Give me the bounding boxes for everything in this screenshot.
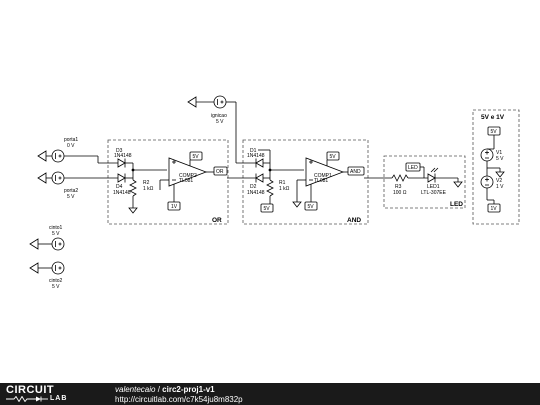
and-out-tag: AND [347,166,365,176]
v2-value: 1 V [496,184,504,190]
r1-name: R1 [279,180,286,186]
or-ground [128,203,138,214]
cinto2-source[interactable] [29,261,65,275]
r1-resistor[interactable] [266,179,274,197]
comp1-opamp[interactable] [305,157,345,187]
d4-part: 1N4148 [113,190,131,196]
or-block-title: OR [212,217,222,224]
comp1-part: TL081 [314,178,328,184]
and-r1-5v-tag: 5V [260,203,274,213]
d1-name: D1 [250,148,257,154]
d2-name: D2 [250,184,257,190]
r3-resistor[interactable] [391,174,409,182]
porta2-source[interactable] [37,171,118,185]
logo-text-top: CIRCUIT [6,384,55,396]
comp2-vminus-tag: 1V [167,201,181,211]
led-ground [453,177,463,188]
comp2-name: COMP2 [179,173,197,179]
porta1-source[interactable] [37,149,118,164]
cinto1-name: cinto1 [49,225,63,231]
or-out-tag: OR [213,166,228,176]
and-node-junction [268,168,272,172]
v2-name: V2 [496,178,502,184]
svg-text:5V: 5V [491,129,498,135]
supply-ground [495,167,505,178]
cinto2-name: cinto2 [49,278,63,284]
project-title-line: valentecaio / circ2-proj1-v1 [115,385,215,394]
author-link[interactable]: valentecaio [115,385,156,394]
comp1-name: COMP1 [314,173,332,179]
led-block-title: LED [450,201,463,208]
svg-text:AND: AND [350,169,361,175]
comp2-part: TL081 [179,178,193,184]
comp2-vplus-tag: 5V [189,151,203,161]
svg-text:LED: LED [408,165,418,171]
circuitlab-logo[interactable]: CIRCUIT LAB [6,384,92,403]
or-node-junction [131,168,135,172]
svg-text:5V: 5V [264,206,271,212]
r3-value: 100 Ω [393,190,407,196]
r1-value: 1 kΩ [279,186,290,192]
porta2-value: 5 V [67,194,75,200]
r2-name: R2 [143,180,150,186]
svg-text:5V: 5V [193,154,200,160]
led1-part: LTL-307EE [421,190,447,196]
v2-source[interactable] [480,175,494,189]
and-block-box [242,139,369,225]
porta1-value: 0 V [67,143,75,149]
ignicao-value: 5 V [216,119,224,125]
ignicao-source[interactable] [187,95,256,164]
svg-text:1V: 1V [171,204,178,210]
v1-name: V1 [496,150,502,156]
cinto1-value: 5 V [52,231,60,237]
footer-bar: CIRCUIT LAB valentecaio / circ2-proj1-v1… [0,383,540,405]
svg-text:5V: 5V [308,204,315,210]
comp2-opamp[interactable] [168,157,208,187]
supply-5v-tag: 5V [487,126,501,136]
porta2-name: porta2 [64,188,78,194]
logo-text-bottom: LAB [50,395,68,402]
v1-value: 5 V [496,156,504,162]
porta1-name: porta1 [64,137,78,143]
supply-1v-tag: 1V [487,203,501,213]
d2-diode[interactable] [255,173,270,183]
d1-diode[interactable] [255,158,270,168]
logo-wave-icon [6,396,48,402]
title-separator: / [155,385,163,394]
led-block-box [383,155,466,209]
d4-diode[interactable] [117,173,133,183]
r3-name: R3 [395,184,402,190]
v1-source[interactable] [480,148,494,162]
and-ground [292,197,302,208]
or-block-box [107,139,229,225]
d3-name: D3 [116,148,123,154]
r2-value: 1 kΩ [143,186,154,192]
d3-diode[interactable] [117,158,133,168]
cinto2-value: 5 V [52,284,60,290]
svg-text:5V: 5V [330,154,337,160]
comp1-vminus-tag: 5V [304,201,318,211]
d4-name: D4 [116,184,123,190]
ignicao-name: ignicao [211,113,227,119]
schematic-canvas: OR AND LED 5V e 1V porta1 0 V porta2 5 V… [29,95,520,290]
led1-name: LED1 [427,184,440,190]
project-name[interactable]: circ2-proj1-v1 [162,385,215,394]
d1-part: 1N4148 [247,153,265,159]
supply-block-box [472,109,520,225]
svg-text:1V: 1V [491,206,498,212]
and-block-title: AND [347,217,361,224]
project-url-link[interactable]: http://circuitlab.com/c7k54ju8m832p [115,395,243,404]
cinto1-source[interactable] [29,237,65,251]
d2-part: 1N4148 [247,190,265,196]
supply-block-title: 5V e 1V [481,114,505,121]
led-tag: LED [405,162,421,172]
svg-text:OR: OR [216,169,224,175]
comp1-vplus-tag: 5V [326,151,340,161]
led1-diode[interactable] [427,167,439,183]
r2-resistor[interactable] [129,179,137,197]
d3-part: 1N4148 [114,153,132,159]
